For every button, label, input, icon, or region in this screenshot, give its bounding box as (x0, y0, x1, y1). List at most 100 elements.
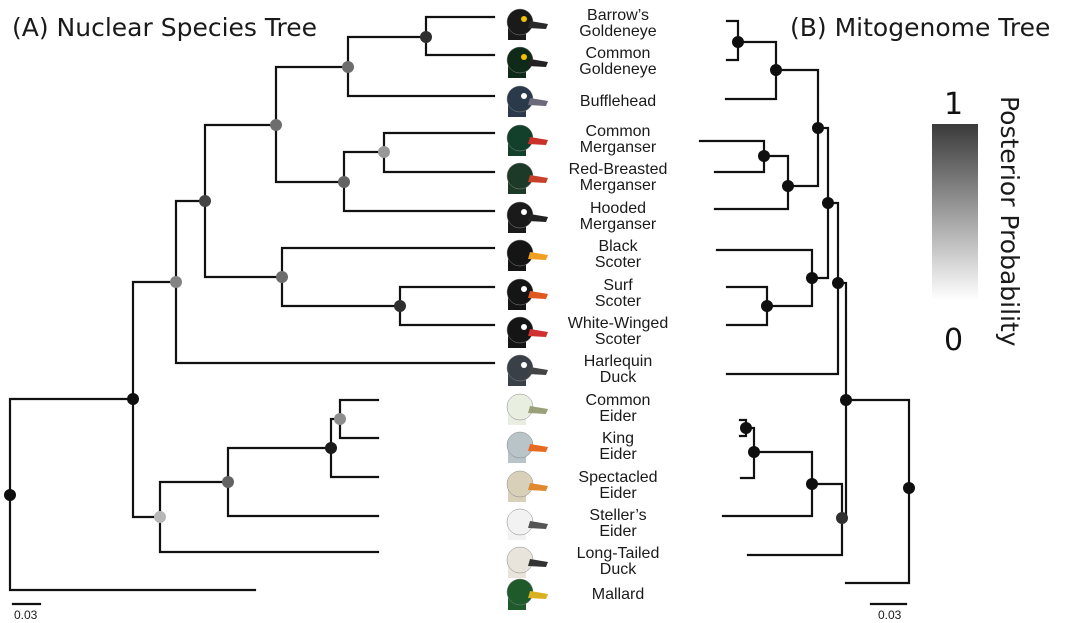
taxon-label: SurfScoter (595, 277, 642, 310)
taxon-label-line: Harlequin (584, 353, 652, 370)
tree-b-node-clade-3 (812, 122, 824, 134)
taxon-label-line: Goldeneye (579, 61, 656, 78)
long-tailed-duck-head-icon (507, 547, 548, 578)
taxon-label-line: Duck (600, 561, 637, 578)
tree-a-node-common-redbreasted-merganser (378, 146, 390, 158)
common-goldeneye-head-icon (507, 47, 548, 78)
tree-a-node-diving-ducks (127, 393, 139, 405)
taxon-label-line: Scoter (595, 331, 642, 348)
taxon-label-line: Common (586, 45, 651, 62)
spectacled-eider-head-icon (507, 471, 548, 502)
taxon-row: Bufflehead (507, 86, 656, 117)
tree-a-node-goldeneye-merganser-scoter (199, 195, 211, 207)
taxon-label-line: Duck (600, 369, 637, 386)
scale-bar-a-label: 0.03 (14, 608, 38, 622)
tree-b-node-mergansers (782, 180, 794, 192)
taxon-label-line: Goldeneye (579, 23, 656, 40)
tree-a-node-goldeneye-merganser (270, 119, 282, 131)
common-merganser-head-icon (507, 125, 548, 156)
common-eider-head-icon (507, 394, 548, 425)
taxon-label-line: Eider (599, 485, 637, 502)
panel-b-title: (B) Mitogenome Tree (790, 13, 1050, 42)
taxon-label-line: Hooded (590, 200, 646, 217)
taxon-label-line: Barrow’s (587, 7, 649, 24)
tree-a-branches (10, 17, 494, 590)
tree-a-node-common-king-spectacled (325, 442, 337, 454)
taxon-row: Mallard (507, 579, 644, 610)
mitogenome-tree: 0.03 (700, 21, 909, 622)
tree-a-node-common-king-eider (334, 413, 346, 425)
taxon-label-line: Eider (599, 408, 637, 425)
tree-b-node-surf-whitewinged-scoter (761, 300, 773, 312)
taxon-row: BlackScoter (507, 238, 642, 271)
barrows-goldeneye-head-icon (507, 9, 548, 40)
taxon-label-line: White-Winged (568, 315, 668, 332)
tree-b-node-common-king-eider (740, 422, 752, 434)
nuclear-species-tree: 0.03 (10, 17, 494, 622)
stellers-eider-head-icon (507, 509, 548, 540)
tree-a-node-root (4, 489, 16, 501)
taxon-label-line: King (602, 430, 634, 447)
taxon-label: BlackScoter (595, 238, 642, 271)
taxon-label-line: Eider (599, 446, 637, 463)
tree-a-node-goldeneyes-bufflehead (342, 61, 354, 73)
taxon-label-line: Merganser (580, 177, 657, 194)
tree-a-node-mergansers (338, 176, 350, 188)
tree-a-node-eiders-longtailed (154, 511, 166, 523)
tree-b-branches (700, 21, 909, 583)
white-winged-scoter-head-icon (507, 317, 548, 348)
taxon-label: Mallard (592, 586, 644, 603)
taxon-label-line: Eider (599, 523, 637, 540)
tree-a-node-surf-whitewinged-scoter (394, 300, 406, 312)
taxon-label: Bufflehead (580, 93, 656, 110)
tree-b-node-root (903, 482, 915, 494)
red-breasted-merganser-head-icon (507, 163, 548, 194)
tree-b-node-eiders (806, 478, 818, 490)
tree-b-node-goldeneyes (732, 36, 744, 48)
mallard-head-icon (507, 579, 548, 610)
legend-min-label: 0 (944, 323, 963, 358)
taxon-label-line: Spectacled (578, 469, 657, 486)
surf-scoter-head-icon (507, 279, 548, 310)
taxon-label-line: Long-Tailed (577, 545, 660, 562)
panel-a-title: (A) Nuclear Species Tree (12, 13, 317, 42)
taxon-row: HarlequinDuck (507, 353, 652, 386)
tree-b-node-goldeneye-clade (770, 64, 782, 76)
tree-b-node-clade-2 (822, 197, 834, 209)
legend-color-bar (932, 124, 978, 300)
king-eider-head-icon (507, 432, 548, 463)
taxon-label-line: Merganser (580, 216, 657, 233)
bufflehead-head-icon (507, 86, 548, 117)
taxon-label-line: Common (586, 123, 651, 140)
tree-a-node-goldeneyes (420, 31, 432, 43)
tree-b-node-clade-1 (832, 277, 844, 289)
taxon-label-line: Merganser (580, 139, 657, 156)
legend-max-label: 1 (944, 87, 963, 122)
legend-title: Posterior Probability (995, 96, 1024, 347)
tree-b-nodes (732, 36, 915, 524)
taxon-row: HoodedMerganser (507, 200, 657, 233)
tree-a-node-goldeneye-merganser-scoter-harlequin (170, 276, 182, 288)
taxon-label-line: Mallard (592, 586, 644, 603)
